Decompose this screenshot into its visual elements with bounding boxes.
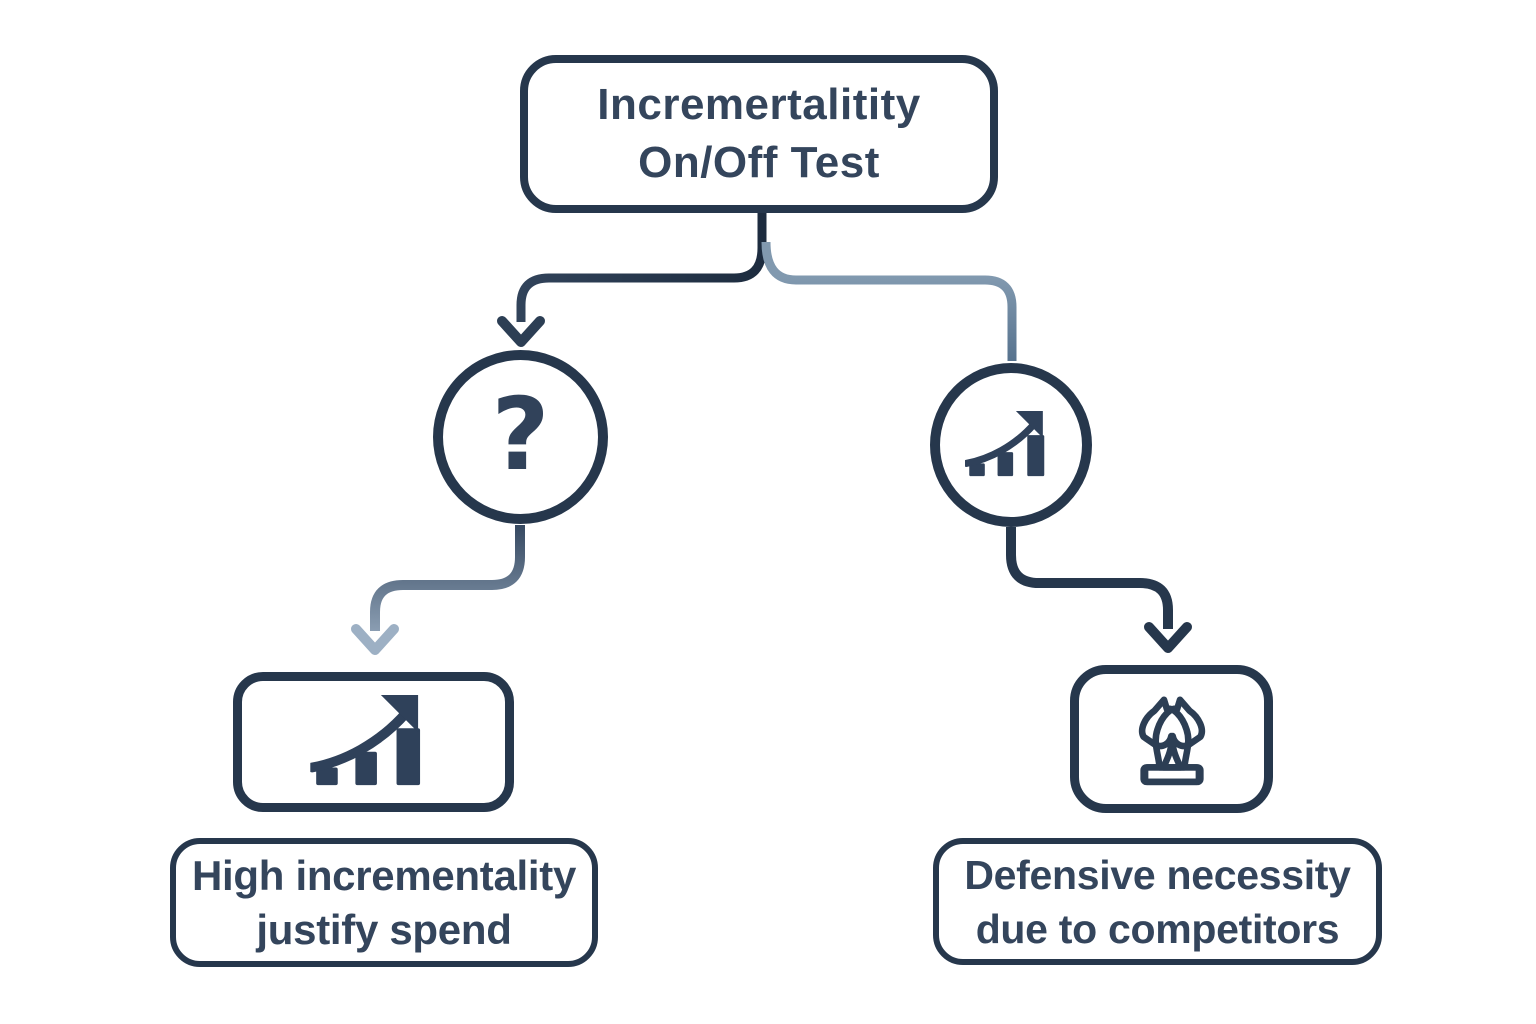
growth-decision-node [930,363,1092,527]
growth-chart-icon [310,693,438,791]
left-result-node: High incrementality justify spend [170,838,598,967]
right-result-node: Defensive necessity due to competitors [933,838,1382,965]
chess-knights-icon [1092,690,1252,788]
right-result-label-line2: due to competitors [975,905,1340,952]
root-node-label-line2: On/Off Test [638,138,880,187]
growth-chart-icon [965,409,1057,481]
arrowhead-icon [1144,622,1192,653]
connector-root-to-question [516,212,767,322]
arrowhead-icon [497,316,545,347]
root-node-label-line1: Incremertalitity [597,80,921,129]
connector-growth-to-knights-box [1006,527,1173,629]
arrowhead-icon [351,624,399,655]
root-node: Incremertalitity On/Off Test [520,55,998,213]
connector-question-to-growth-box [370,525,525,631]
left-result-label-line2: justify spend [256,905,512,953]
connector-root-to-growth [761,241,1017,361]
left-result-label-line1: High incrementality [191,851,577,899]
right-result-label-line1: Defensive necessity [964,851,1351,898]
question-mark-icon: ? [491,375,550,493]
question-decision-node: ? [433,350,608,524]
knights-outcome-node [1070,665,1273,813]
growth-outcome-node [233,672,514,812]
